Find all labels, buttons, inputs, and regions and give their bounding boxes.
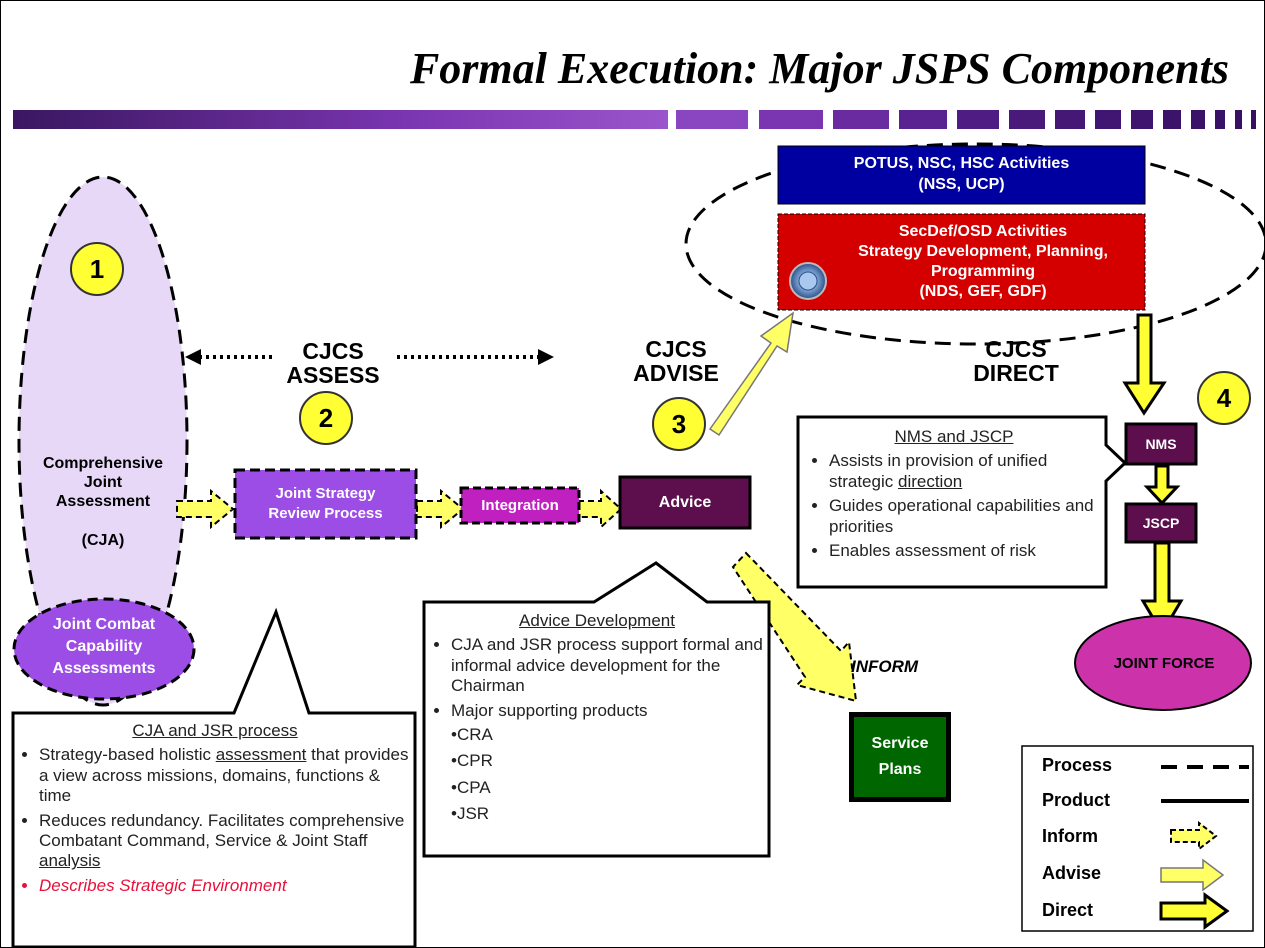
legend-advise-symbol bbox=[1160, 858, 1225, 892]
marker-circle-4 bbox=[1197, 371, 1251, 425]
cja-callout-shape bbox=[11, 607, 417, 947]
marker-4: 4 bbox=[1216, 383, 1232, 413]
inform-arrow-1 bbox=[176, 488, 235, 530]
dod-seal-icon bbox=[789, 262, 827, 300]
joint-force-ellipse bbox=[1074, 615, 1252, 711]
nms-callout-heading: NMS and JSCP bbox=[894, 427, 1014, 446]
integration-box: Integration bbox=[481, 497, 559, 514]
nms-callout-bullet-3: Enables assessment of risk bbox=[829, 541, 1099, 561]
jcca-ellipse bbox=[12, 597, 196, 701]
page-title: Formal Execution: Major JSPS Components bbox=[409, 44, 1229, 93]
marker-circle-1 bbox=[70, 242, 124, 296]
inform-arrow-service bbox=[731, 551, 858, 703]
cja-callout: CJA and JSR process Strategy-based holis… bbox=[19, 721, 411, 900]
secdef-box: SecDef/OSD Activities Strategy Developme… bbox=[858, 223, 1108, 300]
service-plans-box: Service Plans bbox=[871, 735, 929, 778]
advice-callout-heading: Advice Development bbox=[519, 611, 675, 630]
cja-callout-bullet-1: Strategy-based holistic assessment that … bbox=[39, 745, 411, 806]
stage-direct-label: CJCS DIRECT bbox=[973, 336, 1059, 387]
cja-callout-bullet-3: Describes Strategic Environment bbox=[39, 876, 411, 896]
advice-callout-bullet-2: Major supporting products bbox=[451, 701, 763, 721]
legend-direct: Direct bbox=[1042, 900, 1094, 920]
cja-label: Comprehensive Joint Assessment (CJA) bbox=[42, 455, 164, 549]
assess-double-arrow bbox=[185, 349, 554, 365]
stage-assess-label: CJCS ASSESS bbox=[286, 338, 380, 389]
advise-arrow bbox=[708, 311, 795, 437]
direct-arrow-2 bbox=[1143, 464, 1181, 506]
advice-box: Advice bbox=[658, 493, 712, 511]
nms-box: NMS bbox=[1145, 436, 1177, 452]
legend-product: Product bbox=[1042, 790, 1111, 810]
potus-box: POTUS, NSC, HSC Activities (NSS, UCP) bbox=[853, 155, 1070, 193]
nms-callout: NMS and JSCP Assists in provision of uni… bbox=[809, 427, 1099, 565]
product-item: •CPA bbox=[451, 777, 491, 797]
legend-inform: Inform bbox=[1042, 826, 1098, 846]
jscp-box: JSCP bbox=[1142, 515, 1180, 531]
nms-callout-shape bbox=[796, 415, 1128, 589]
direct-arrow-1 bbox=[1122, 313, 1167, 416]
inform-arrow-3 bbox=[577, 488, 623, 530]
joint-force-label: JOINT FORCE bbox=[1113, 654, 1215, 672]
stage-advise-label: CJCS ADVISE bbox=[633, 336, 719, 387]
jcca-label: Joint Combat Capability Assessments bbox=[52, 616, 156, 678]
legend-process: Process bbox=[1042, 755, 1113, 775]
marker-3: 3 bbox=[671, 409, 687, 439]
inform-arrow-2 bbox=[416, 488, 465, 530]
advice-products-list: •CRA •CPR •CPA •JSR bbox=[431, 725, 763, 825]
header-bar bbox=[13, 110, 1256, 129]
marker-circle-3 bbox=[652, 397, 706, 451]
marker-1: 1 bbox=[89, 254, 105, 284]
advice-callout-bullet-1: CJA and JSR process support formal and i… bbox=[451, 635, 763, 696]
advice-callout: Advice Development CJA and JSR process s… bbox=[431, 611, 763, 831]
product-item: •CRA bbox=[451, 724, 493, 744]
product-item: •CPR bbox=[451, 751, 493, 771]
legend-inform-symbol bbox=[1170, 820, 1218, 852]
cja-callout-heading: CJA and JSR process bbox=[132, 721, 298, 740]
stage-inform-label: INFORM bbox=[851, 657, 919, 676]
marker-2: 2 bbox=[318, 403, 334, 433]
legend-direct-symbol bbox=[1159, 892, 1230, 930]
jsr-box: Joint Strategy Review Process bbox=[268, 484, 383, 522]
marker-circle-2 bbox=[299, 391, 353, 445]
legend-advise: Advise bbox=[1042, 863, 1102, 883]
product-item: •JSR bbox=[451, 804, 490, 824]
advice-callout-shape bbox=[422, 561, 771, 858]
nms-callout-bullet-2: Guides operational capabilities and prio… bbox=[829, 496, 1099, 537]
cja-callout-bullet-2: Reduces redundancy. Facilitates comprehe… bbox=[39, 811, 411, 872]
cja-ellipse bbox=[17, 175, 189, 707]
nms-callout-bullet-1: Assists in provision of unified strategi… bbox=[829, 451, 1099, 492]
